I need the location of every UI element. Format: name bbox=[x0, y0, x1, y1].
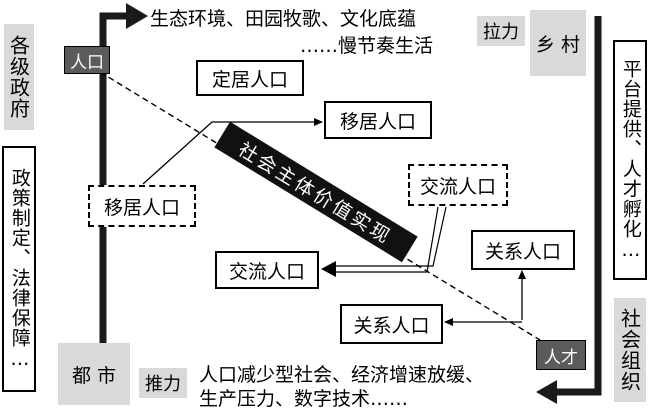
social-org-label: 社会组织 bbox=[614, 298, 646, 402]
talent-tag: 人才 bbox=[536, 340, 586, 370]
policy-box: 政策制定、法律保障… bbox=[2, 146, 36, 392]
exchange-arrow-inner bbox=[333, 206, 439, 273]
top-pull-arrowhead bbox=[126, 3, 148, 29]
relation-population-box-top: 关系人口 bbox=[471, 230, 575, 270]
bottom-push-arrow bbox=[555, 16, 602, 396]
relation-population-box-bottom: 关系人口 bbox=[340, 304, 443, 344]
bottom-push-arrowhead bbox=[536, 380, 557, 404]
urban-factors-line1: 人口减少型社会、经济增速放缓、 bbox=[199, 364, 485, 386]
government-label: 各级政府 bbox=[4, 24, 34, 130]
exchange-population-box: 交流人口 bbox=[215, 251, 319, 289]
pull-tag: 拉力 bbox=[477, 16, 525, 46]
rural-factors-line2: ……慢节奏生活 bbox=[300, 35, 434, 57]
top-pull-arrow bbox=[99, 12, 128, 400]
migrant-population-box-left: 移居人口 bbox=[88, 185, 196, 227]
migrant-population-box-right: 移居人口 bbox=[324, 101, 432, 139]
settled-population-box: 定居人口 bbox=[196, 60, 304, 96]
exchange-arrow-outer bbox=[333, 206, 447, 267]
city-tag: 都 市 bbox=[58, 343, 130, 405]
rural-factors-line1: 生态环境、田园牧歌、文化底蕴 bbox=[150, 8, 417, 30]
migration-arrow bbox=[142, 118, 323, 185]
push-tag: 推力 bbox=[139, 368, 187, 398]
urban-factors-line2: 生产压力、数字技术…… bbox=[199, 388, 409, 410]
diagonal-dashed-line bbox=[99, 71, 541, 341]
platform-box: 平台提供、人才孵化… bbox=[613, 40, 647, 280]
exchange-arrowhead bbox=[321, 261, 336, 277]
exchange-population-box-dashed: 交流人口 bbox=[408, 164, 508, 206]
rural-tag: 乡 村 bbox=[530, 10, 586, 76]
population-tag: 人口 bbox=[64, 46, 110, 74]
